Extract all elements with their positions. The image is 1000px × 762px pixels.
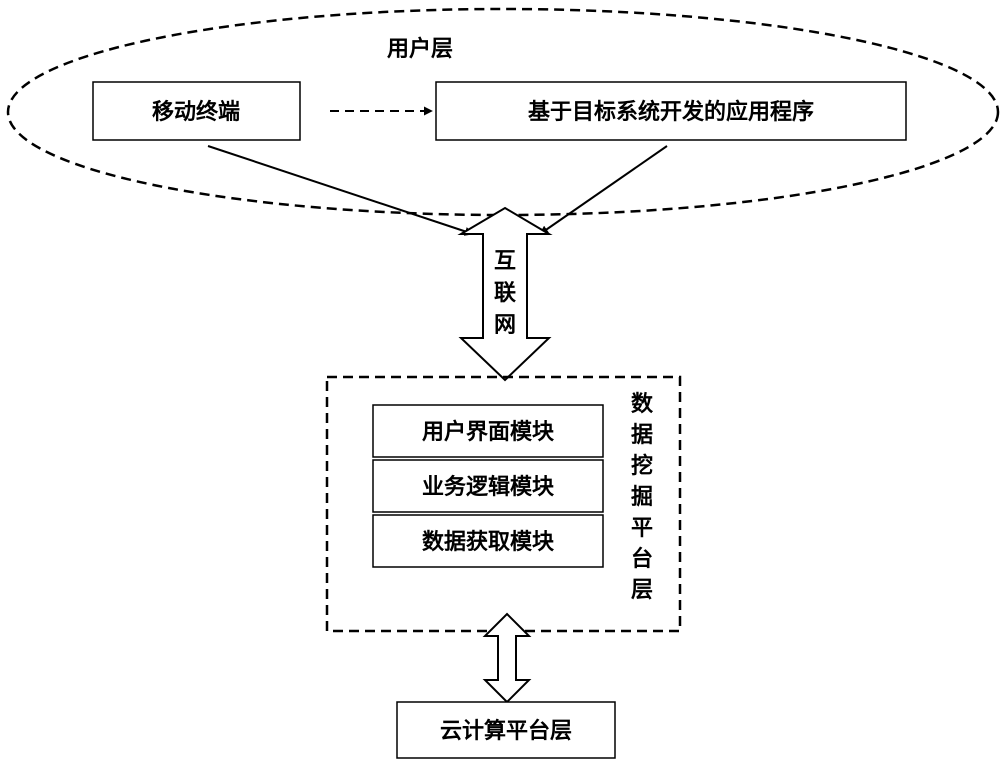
internet-char-1: 互 xyxy=(494,249,516,274)
mobile-terminal-label: 移动终端 xyxy=(152,99,240,125)
module-box-data-acquisition xyxy=(372,514,604,568)
data-mining-title-char-4: 掘 xyxy=(631,485,653,510)
data-mining-title-char-3: 挖 xyxy=(631,453,653,479)
cloud-layer-box xyxy=(396,701,616,759)
data-mining-title-char-7: 层 xyxy=(631,578,653,603)
internet-char-2: 联 xyxy=(494,281,516,306)
internet-double-arrow xyxy=(457,206,553,382)
module-box-business-logic xyxy=(372,459,604,513)
module-box-user-interface xyxy=(372,404,604,458)
data-mining-title-char-6: 台 xyxy=(631,546,653,572)
module-label-business-logic: 业务逻辑模块 xyxy=(422,474,555,500)
arrow-app-to-internet xyxy=(539,145,668,235)
module-label-user-interface: 用户界面模块 xyxy=(422,419,555,445)
data-mining-layer-boundary xyxy=(325,375,682,633)
mobile-terminal-box xyxy=(92,81,301,141)
module-label-data-acquisition: 数据获取模块 xyxy=(422,529,555,555)
internet-char-3: 网 xyxy=(494,313,516,338)
platform-to-cloud-double-arrow xyxy=(482,612,532,704)
application-box xyxy=(435,81,907,141)
data-mining-title-char-5: 平 xyxy=(631,516,653,541)
user-layer-title: 用户层 xyxy=(387,36,453,62)
arrow-mobile-to-internet xyxy=(207,145,474,236)
application-label: 基于目标系统开发的应用程序 xyxy=(528,99,814,125)
data-mining-title-char-1: 数 xyxy=(631,391,654,417)
cloud-layer-label: 云计算平台层 xyxy=(440,718,572,744)
data-mining-title-char-2: 据 xyxy=(631,423,653,448)
